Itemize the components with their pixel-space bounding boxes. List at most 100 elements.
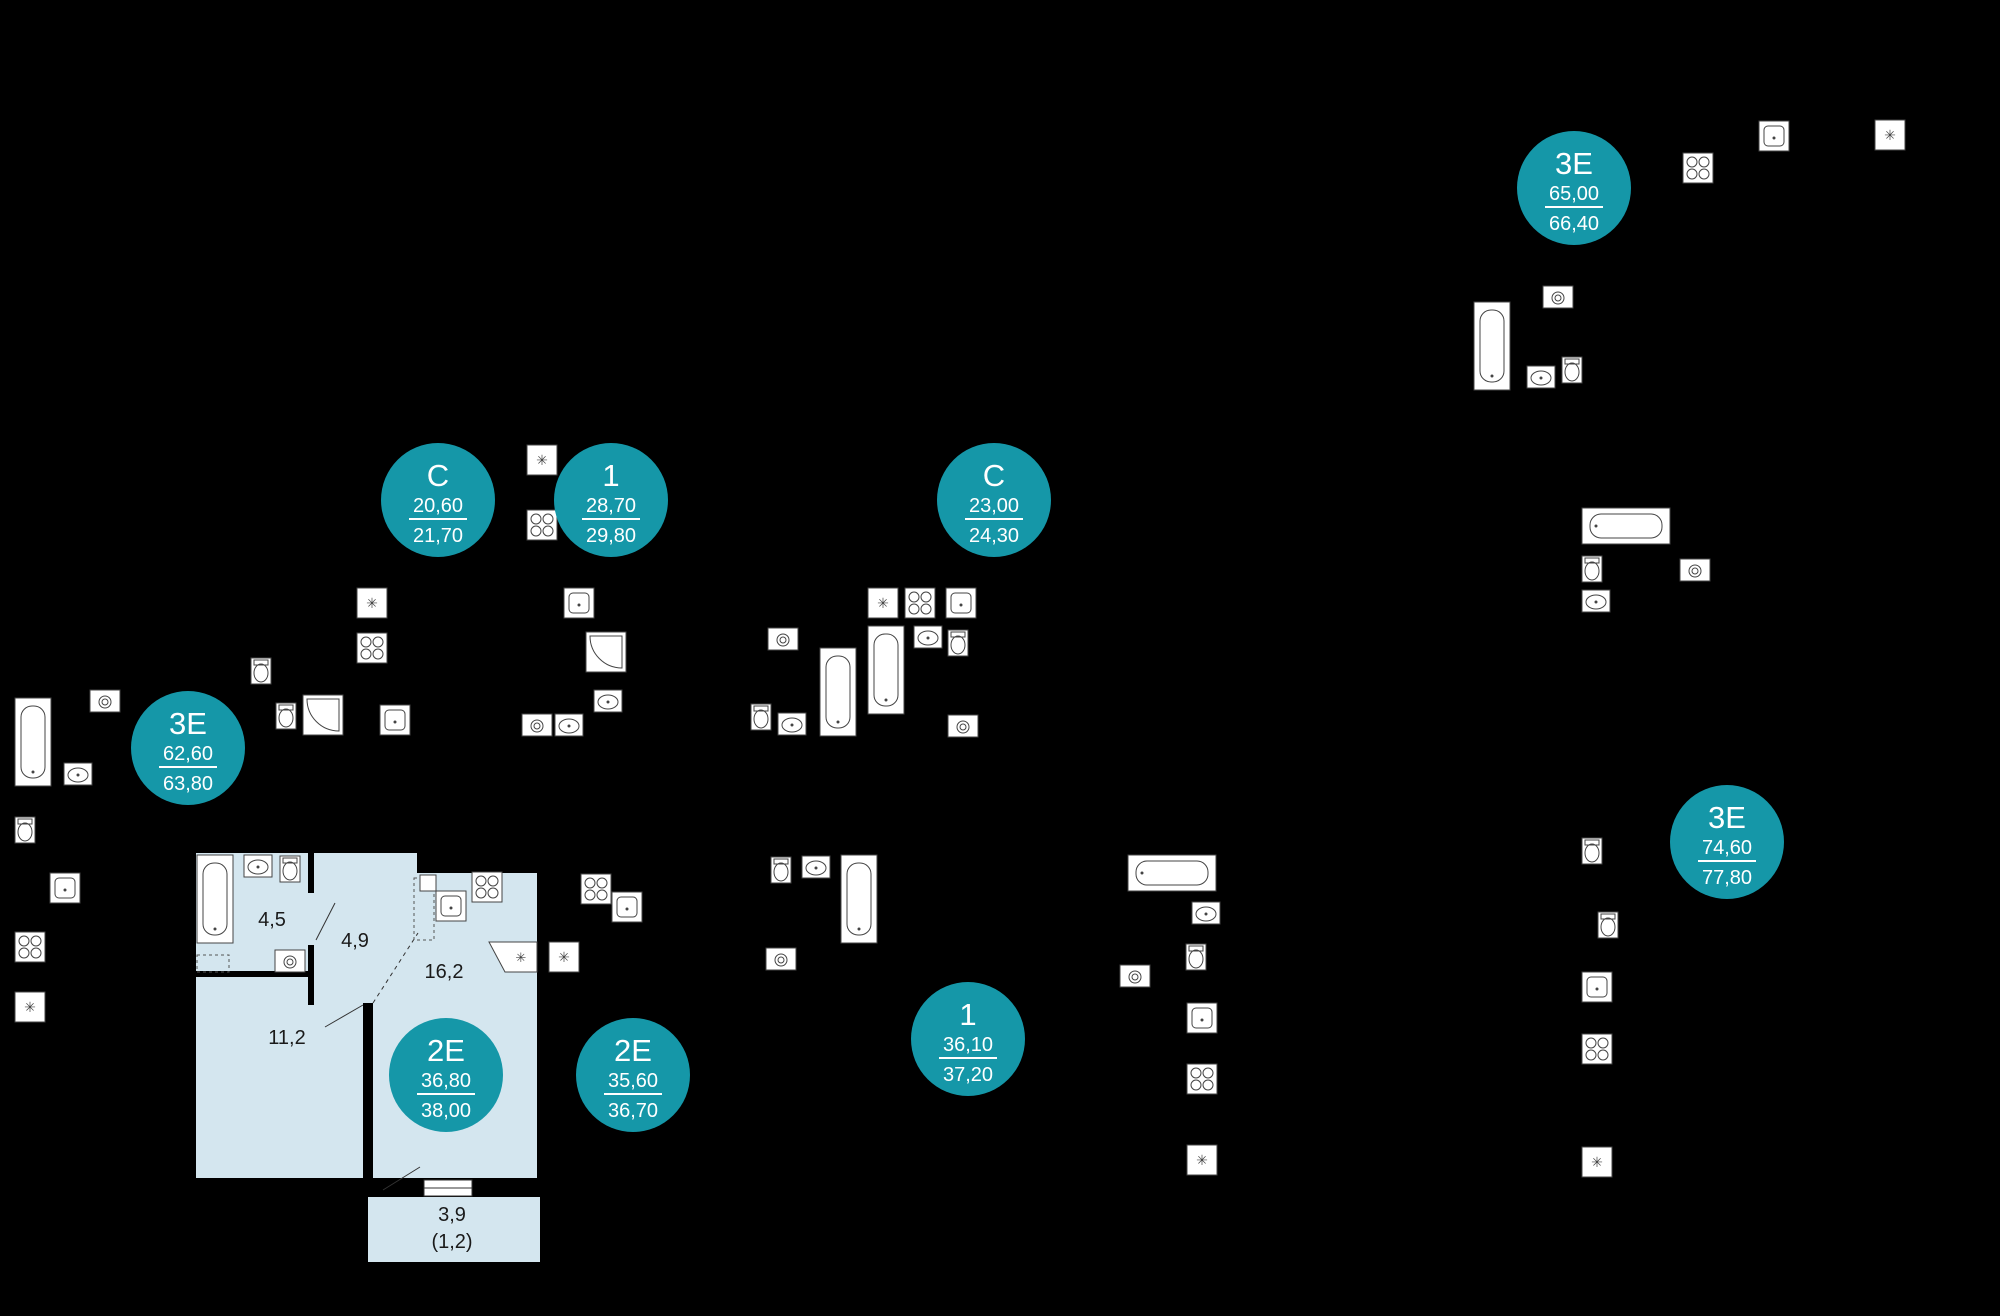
fridge-icon [419,874,437,892]
stove-icon [904,587,936,619]
living-area-label: 35,60 [608,1070,658,1092]
living-area-label: 20,60 [413,495,463,517]
washbasin-icon [554,713,584,737]
bathtub-icon [1581,507,1671,545]
selected-apartment[interactable]: ✳ 4,5 4,9 16,2 11,2 3,9 (1,2) [196,853,540,1262]
bathtub-icon [1473,301,1511,391]
svg-text:✳: ✳ [516,951,527,966]
total-area-label: 38,00 [421,1100,471,1122]
apartment-type-label: С [427,458,449,493]
bathtub-icon [840,854,878,944]
toilet-icon [947,629,969,657]
washer-icon [947,714,979,738]
washer-icon [765,947,797,971]
shower-cabin-icon [585,631,627,673]
room-area-label: 4,9 [341,930,369,952]
toilet-icon [770,856,792,884]
toilet-icon [14,816,36,844]
stove-icon [1186,1063,1218,1095]
total-area-label: 66,40 [1549,213,1599,235]
stove-icon [1682,152,1714,184]
door-swing [324,1004,364,1028]
toilet-icon [1581,555,1603,583]
sink-icon [611,891,643,923]
door-swing [382,1166,421,1191]
total-area-label: 21,70 [413,525,463,547]
washbasin-icon [801,855,831,879]
total-area-label: 36,70 [608,1100,658,1122]
wall [308,853,314,893]
wall [417,853,421,873]
toilet-icon [1581,837,1603,865]
ventilation-icon [1186,1144,1218,1176]
shower-cabin-icon [302,694,344,736]
apartment-type-label: 2Е [427,1033,465,1068]
bathtub-icon [196,854,234,944]
living-area-label: 23,00 [969,495,1019,517]
sink-icon [563,587,595,619]
badge-circle [1670,785,1784,899]
sink-icon [379,704,411,736]
total-area-label: 37,20 [943,1064,993,1086]
apartment-type-label: 3Е [1708,800,1746,835]
badge-circle [554,443,668,557]
stove-icon [14,931,46,963]
living-area-label: 28,70 [586,495,636,517]
badge-circle [1517,131,1631,245]
living-area-label: 36,10 [943,1034,993,1056]
wall [308,945,314,1005]
living-area-label: 62,60 [163,743,213,765]
total-area-label: 63,80 [163,773,213,795]
stove-icon [526,509,558,541]
washbasin-icon [913,625,943,649]
washbasin-icon [1581,589,1611,613]
washer-icon [1542,285,1574,309]
living-area-label: 65,00 [1549,183,1599,205]
toilet-icon [275,702,297,730]
toilet-icon [250,657,272,685]
toilet-icon [279,855,301,883]
living-area-label: 74,60 [1702,837,1752,859]
sink-icon [49,872,81,904]
washer-icon [521,713,553,737]
room-loggia [368,1197,540,1262]
apartment-badge[interactable]: 128,70 29,80 [554,443,668,557]
total-area-label: 29,80 [586,525,636,547]
ventilation-icon: ✳ [488,941,538,973]
ventilation-icon [1874,119,1906,151]
apartment-type-label: 2Е [614,1033,652,1068]
washbasin-icon [1526,365,1556,389]
washbasin-icon [1191,901,1221,925]
apartment-badge[interactable]: С20,60 21,70 [381,443,495,557]
wall [196,1178,384,1190]
ventilation-icon [526,444,558,476]
sink-icon [1581,971,1613,1003]
living-area-label: 36,80 [421,1070,471,1092]
apartment-type-label: 1 [602,458,619,493]
bathtub-icon [867,625,905,715]
toilet-icon [1597,911,1619,939]
washer-icon [1679,558,1711,582]
sink-icon [435,890,467,922]
toilet-icon [1185,943,1207,971]
room-area-label: 3,9 [438,1204,466,1226]
room-area-label: 11,2 [268,1027,305,1049]
bathtub-icon [819,647,857,737]
stove-icon [471,871,503,903]
total-area-label: 77,80 [1702,867,1752,889]
toilet-icon [750,703,772,731]
room-area-label: 16,2 [425,961,464,983]
room-area-label: 4,5 [258,909,286,931]
total-area-label: 24,30 [969,525,1019,547]
badge-circle [911,982,1025,1096]
sink-icon [1186,1002,1218,1034]
washbasin-icon [593,689,623,713]
